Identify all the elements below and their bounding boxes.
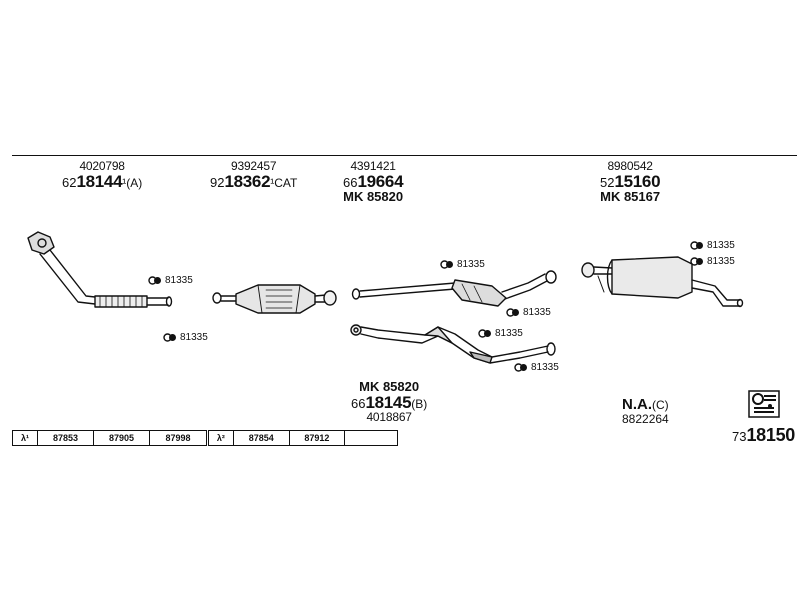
clamp-ref: 81335 — [690, 256, 735, 267]
catalog-logo-icon — [748, 390, 780, 418]
part-ref-middle-silencer-b: MK 85820 6618145(B) 4018867 — [351, 380, 427, 424]
oem-code: 4018867 — [366, 410, 412, 425]
clamp-icon — [506, 308, 519, 317]
clamp-icon — [690, 241, 703, 250]
clamp-number: 81335 — [523, 307, 551, 318]
lambda-value: 87905 — [94, 431, 150, 445]
na-label: N.A. — [622, 396, 653, 413]
lambda-sensor-table-1: λ¹ 87853 87905 87998 — [12, 430, 207, 446]
middle-silencer-alt-drawing — [350, 324, 556, 364]
part-number: 19664 — [357, 171, 404, 191]
part-number: 18362 — [224, 171, 271, 191]
part-suffix: ¹CAT — [270, 175, 298, 190]
lambda-sensor-table-2: λ² 87854 87912 — [208, 430, 398, 446]
clamp-number: 81335 — [707, 256, 735, 267]
part-prefix: 66 — [343, 174, 358, 190]
final-prefix: 73 — [732, 429, 747, 444]
part-number: 18145 — [365, 392, 412, 412]
oem-code: 4020798 — [79, 159, 125, 173]
clamp-number: 81335 — [165, 275, 193, 286]
oem-code: 8980542 — [607, 159, 653, 173]
part-ref-middle-silencer: 4391421 6619664 MK 85820 — [343, 159, 404, 205]
part-suffix: ¹(A) — [122, 175, 143, 190]
final-part-number: 7318150 — [732, 425, 795, 446]
lambda-value: 87853 — [38, 431, 94, 445]
na-code: 8822264 — [622, 411, 669, 426]
middle-silencer-drawing — [351, 270, 557, 307]
top-divider-line — [12, 155, 797, 156]
clamp-ref: 81335 — [148, 275, 193, 286]
clamp-icon — [690, 257, 703, 266]
mounting-kit: MK 85820 — [343, 189, 404, 205]
clamp-number: 81335 — [707, 240, 735, 251]
part-ref-rear-silencer: 8980542 5215160 MK 85167 — [600, 159, 661, 205]
part-prefix: 92 — [210, 174, 225, 190]
lambda-value: 87998 — [165, 433, 191, 443]
lambda-label: λ² — [209, 431, 234, 445]
clamp-number: 81335 — [180, 332, 208, 343]
front-pipe-drawing — [27, 231, 173, 308]
clamp-icon — [514, 363, 527, 372]
part-prefix: 52 — [600, 174, 615, 190]
lambda-label: λ¹ — [13, 431, 38, 445]
mounting-kit: MK 85820 — [359, 379, 420, 394]
clamp-number: 81335 — [457, 259, 485, 270]
clamp-number: 81335 — [531, 362, 559, 373]
part-number: 18144 — [76, 171, 123, 191]
clamp-ref: 81335 — [440, 259, 485, 270]
oem-code: 9392457 — [231, 159, 277, 173]
part-suffix: (B) — [411, 396, 428, 411]
oem-code: 4391421 — [350, 159, 396, 173]
clamp-icon — [148, 276, 161, 285]
clamp-ref: 81335 — [163, 332, 208, 343]
lambda-value: 87912 — [290, 431, 346, 445]
part-ref-front-pipe: 4020798 6218144¹(A) — [62, 160, 142, 190]
clamp-number: 81335 — [495, 328, 523, 339]
clamp-icon — [163, 333, 176, 342]
part-number: 15160 — [614, 171, 661, 191]
catalyst-drawing — [212, 284, 337, 314]
final-bold: 18150 — [746, 425, 796, 445]
part-ref-catalyst: 9392457 9218362¹CAT — [210, 160, 297, 190]
mounting-kit: MK 85167 — [600, 189, 661, 205]
clamp-ref: 81335 — [690, 240, 735, 251]
clamp-icon — [440, 260, 453, 269]
clamp-icon — [478, 329, 491, 338]
part-prefix: 62 — [62, 174, 77, 190]
rear-silencer-drawing — [581, 256, 744, 308]
lambda-value: 87854 — [234, 431, 290, 445]
part-prefix: 66 — [351, 395, 366, 411]
clamp-ref: 81335 — [478, 328, 523, 339]
na-suffix: (C) — [652, 398, 669, 412]
clamp-ref: 81335 — [514, 362, 559, 373]
clamp-ref: 81335 — [506, 307, 551, 318]
not-available-ref: N.A.(C) 8822264 — [622, 397, 669, 425]
